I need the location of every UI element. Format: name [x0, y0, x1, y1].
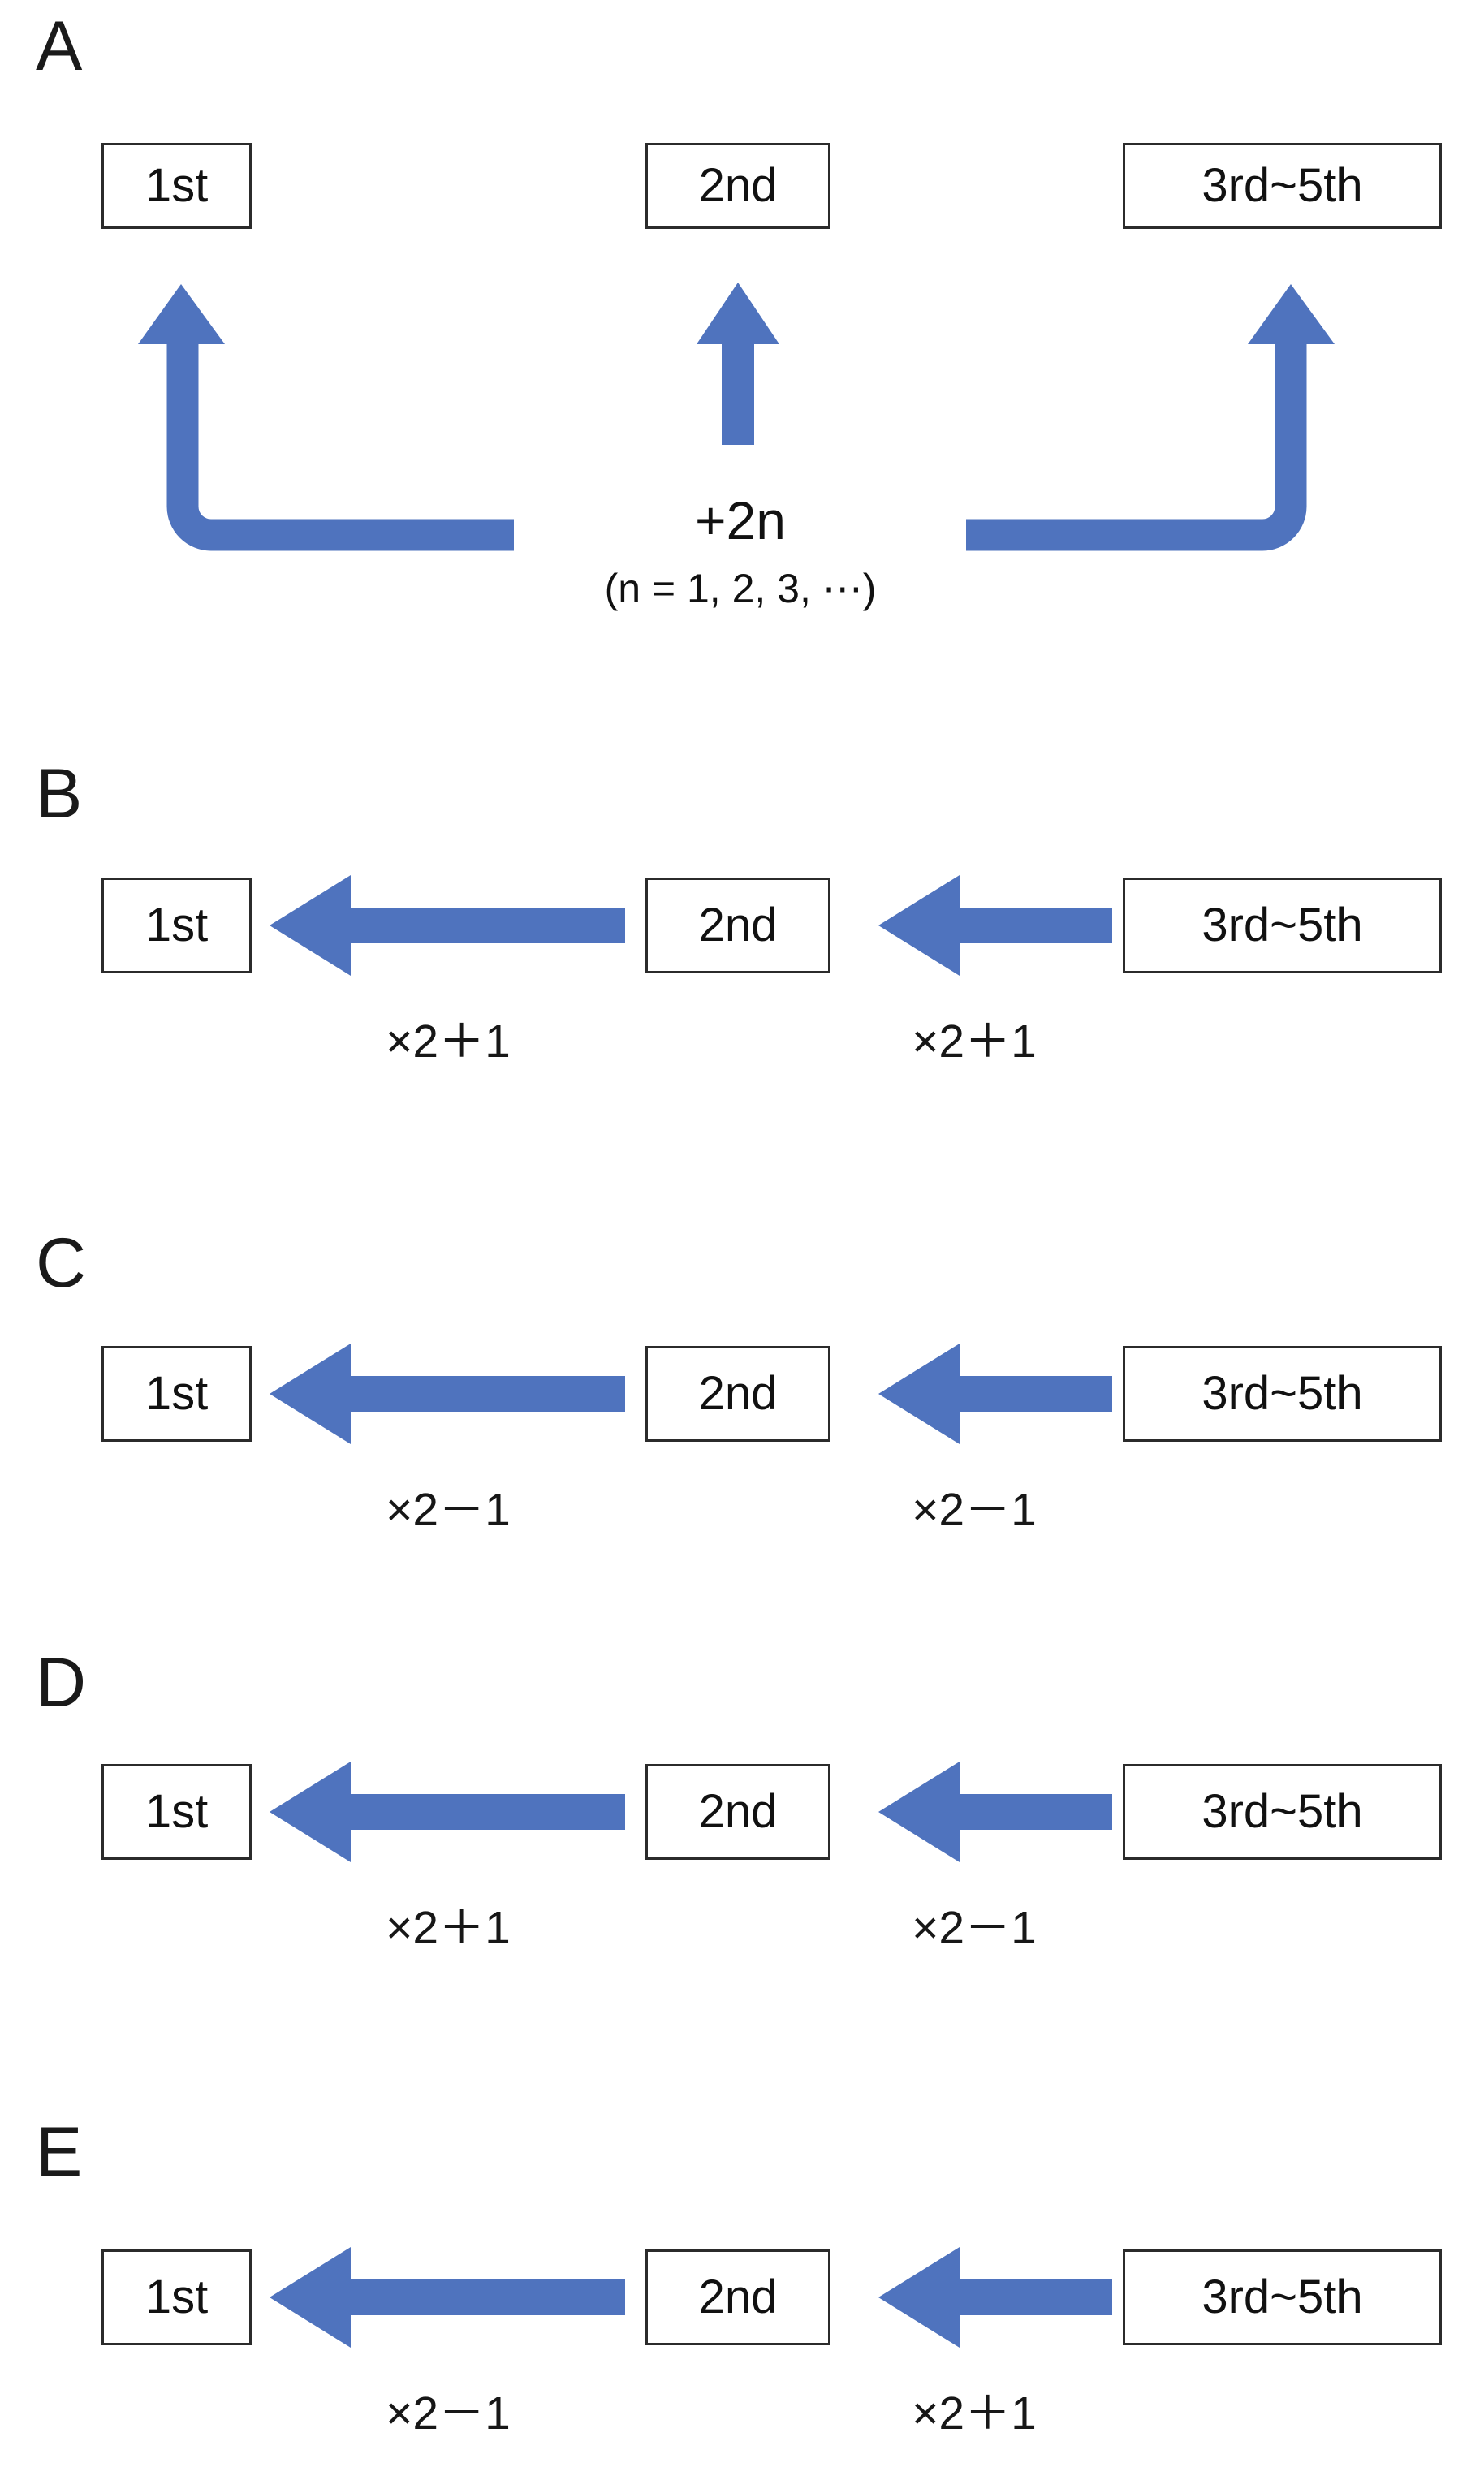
panel-b-arrow-2nd-to-1st: [270, 875, 625, 976]
panel-e-operation-left: ×2－1: [386, 2387, 511, 2439]
panel-e-operation-right: ×2＋1: [912, 2387, 1037, 2439]
panel-a-node-1st: 1st: [101, 143, 252, 229]
panel-e-arrow-2nd-to-1st: [270, 2247, 625, 2348]
panel-d-node-2nd: 2nd: [645, 1764, 830, 1860]
panel-a-straight-arrow-to-2nd: [697, 283, 779, 445]
panel-b-operation-left: ×2＋1: [386, 1016, 511, 1067]
panel-d-node-1st: 1st: [101, 1764, 252, 1860]
panel-d-arrow-2nd-to-1st: [270, 1762, 625, 1862]
panel-e-node-2nd: 2nd: [645, 2249, 830, 2345]
panel-letter-b: B: [36, 755, 83, 833]
panel-d-node-3rd-5th: 3rd~5th: [1123, 1764, 1442, 1860]
panel-letter-a: A: [36, 7, 83, 85]
panel-a-elbow-arrow-to-1st: [138, 284, 514, 551]
panel-d-operation-left: ×2＋1: [386, 1902, 511, 1954]
panel-b-node-2nd: 2nd: [645, 878, 830, 973]
panel-a-elbow-arrow-to-3rd-5th: [966, 284, 1335, 551]
panel-c-arrow-3rd5th-to-2nd: [878, 1344, 1112, 1444]
panel-a-operation-label: +2n: [695, 490, 786, 550]
panel-e-node-1st: 1st: [101, 2249, 252, 2345]
panel-letter-e: E: [36, 2113, 83, 2191]
panel-d-operation-right: ×2－1: [912, 1902, 1037, 1954]
panel-c-node-3rd-5th: 3rd~5th: [1123, 1346, 1442, 1442]
panel-letter-d: D: [36, 1644, 87, 1722]
panel-a-node-3rd-5th: 3rd~5th: [1123, 143, 1442, 229]
panel-e-node-3rd-5th: 3rd~5th: [1123, 2249, 1442, 2345]
panel-d-arrow-3rd5th-to-2nd: [878, 1762, 1112, 1862]
panel-b-node-3rd-5th: 3rd~5th: [1123, 878, 1442, 973]
panel-e-arrow-3rd5th-to-2nd: [878, 2247, 1112, 2348]
panel-b-arrow-3rd5th-to-2nd: [878, 875, 1112, 976]
panel-c-node-2nd: 2nd: [645, 1346, 830, 1442]
panel-b-node-1st: 1st: [101, 878, 252, 973]
panel-c-operation-right: ×2－1: [912, 1484, 1037, 1536]
panel-c-arrow-2nd-to-1st: [270, 1344, 625, 1444]
panel-a-operation-note: (n = 1, 2, 3, ⋯): [604, 566, 877, 611]
panel-c-operation-left: ×2－1: [386, 1484, 511, 1536]
panel-letter-c: C: [36, 1224, 87, 1302]
panel-a-node-2nd: 2nd: [645, 143, 830, 229]
panel-c-node-1st: 1st: [101, 1346, 252, 1442]
panel-b-operation-right: ×2＋1: [912, 1016, 1037, 1067]
